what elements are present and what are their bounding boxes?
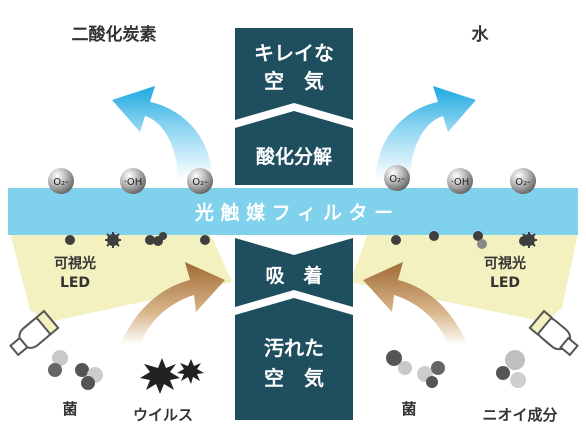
- oxidation-label: 酸化分解: [256, 145, 332, 168]
- led-left-label-line2: LED: [60, 275, 90, 291]
- led-left-label-line1: 可視光: [54, 255, 96, 272]
- center-column: [235, 28, 353, 420]
- radical-oh-2: ·OH: [447, 168, 473, 194]
- radical-label: O₂-: [192, 177, 208, 188]
- radical-label: O₂-: [389, 174, 405, 185]
- bacteria-left-label: 菌: [62, 400, 77, 418]
- photocatalyst-filter: [8, 188, 578, 235]
- arrow-in-right-icon: [363, 262, 468, 345]
- adsorption-label: 吸 着: [265, 264, 322, 287]
- bacteria-cluster-right-icon: [386, 350, 445, 388]
- radical-o2-3: O₂-: [384, 165, 410, 191]
- dirty-air-label-line2: 空 気: [264, 366, 324, 390]
- led-right-label-line2: LED: [490, 275, 520, 291]
- adsorption-block: [235, 238, 353, 307]
- filter-label: 光 触 媒 フ ィ ル タ ー: [194, 201, 393, 224]
- arrow-up-left-icon: [112, 86, 212, 180]
- radical-o2-4: O₂-: [510, 168, 536, 194]
- dirty-air-block: [235, 298, 353, 420]
- arrow-up-right-icon: [376, 86, 476, 180]
- virus-large-icon: [140, 358, 204, 394]
- led-lamp-icon: [9, 309, 60, 357]
- radical-oh-1: ·OH: [120, 168, 146, 194]
- led-lamp-icon: [528, 309, 579, 357]
- light-beam-right: [350, 233, 578, 322]
- clean-air-block: [235, 28, 353, 120]
- radical-o2-2: O₂-: [187, 168, 213, 194]
- radical-label: ·OH: [124, 177, 143, 188]
- virus-icon: [105, 232, 121, 248]
- clean-air-label-line1: キレイな: [254, 41, 334, 65]
- radical-label: O₂-: [515, 177, 531, 188]
- bacteria-right-label: 菌: [401, 400, 416, 418]
- odor-label: ニオイ成分: [482, 406, 557, 424]
- virus-icon: [521, 232, 537, 248]
- virus-label: ウイルス: [133, 406, 193, 424]
- clean-air-label-line2: 空 気: [264, 69, 324, 93]
- radical-label: O₂-: [53, 177, 69, 188]
- co2-label: 二酸化炭素: [72, 24, 157, 45]
- dirty-air-label-line1: 汚れた: [264, 336, 324, 360]
- radical-o2-1: O₂-: [48, 168, 74, 194]
- oxidation-block: [235, 111, 353, 185]
- led-right-label-line1: 可視光: [484, 255, 526, 272]
- radical-label: ·OH: [451, 177, 470, 188]
- bacteria-cluster-left-icon: [48, 350, 103, 390]
- water-label: 水: [472, 24, 490, 45]
- arrow-in-left-icon: [120, 262, 225, 345]
- odor-cluster-icon: [496, 350, 526, 388]
- light-beam-left: [10, 233, 232, 322]
